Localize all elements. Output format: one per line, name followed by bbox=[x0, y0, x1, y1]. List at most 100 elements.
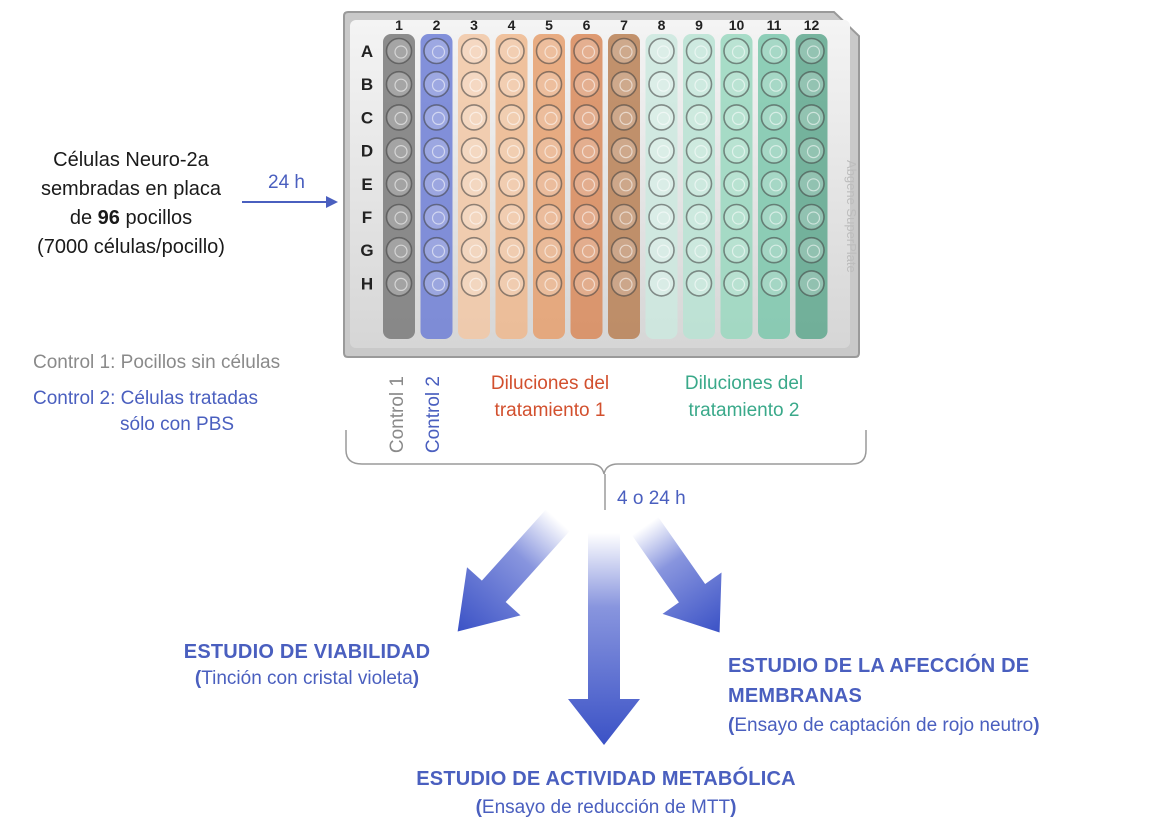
well-highlight bbox=[506, 244, 521, 258]
well-A7 bbox=[610, 37, 638, 65]
well-C12 bbox=[798, 104, 825, 131]
well-highlight bbox=[769, 111, 783, 126]
well-B11 bbox=[760, 70, 788, 98]
column-number-4: 4 bbox=[508, 17, 516, 33]
well-E12 bbox=[798, 170, 825, 198]
well-E5 bbox=[535, 170, 563, 198]
well-highlight bbox=[619, 178, 633, 192]
arrow-left-icon bbox=[457, 509, 570, 632]
plate-column-2 bbox=[420, 34, 453, 339]
plate-column-1 bbox=[383, 34, 415, 339]
row-letter-H: H bbox=[361, 274, 373, 293]
well-D10 bbox=[723, 137, 750, 164]
viability-title: ESTUDIO DE VIABILIDAD bbox=[183, 641, 431, 663]
well-highlight bbox=[694, 244, 708, 258]
well-H7 bbox=[610, 270, 638, 297]
well-D9 bbox=[685, 137, 713, 164]
well-highlight bbox=[806, 211, 821, 225]
viability-open-paren: ( bbox=[194, 668, 202, 689]
column-number-7: 7 bbox=[620, 17, 628, 33]
well-A10 bbox=[723, 37, 750, 65]
well-highlight bbox=[431, 111, 446, 126]
well-highlight bbox=[581, 78, 596, 92]
metabolic-open-paren: ( bbox=[475, 797, 482, 818]
plate-column-6 bbox=[570, 34, 603, 339]
well-highlight bbox=[731, 277, 746, 291]
metabolic-study: ESTUDIO DE ACTIVIDAD METABÓLICA (Ensayo … bbox=[356, 768, 856, 819]
well-highlight bbox=[806, 78, 821, 92]
well-D8 bbox=[648, 137, 675, 164]
treatment2-label-line2: tratamiento 2 bbox=[688, 400, 800, 421]
well-highlight bbox=[544, 45, 558, 59]
viability-study: ESTUDIO DE VIABILIDAD (Tinción con crist… bbox=[146, 641, 468, 690]
well-highlight bbox=[619, 145, 633, 159]
well-highlight bbox=[769, 78, 783, 92]
curly-brace-icon bbox=[345, 430, 867, 510]
well-highlight bbox=[469, 45, 483, 59]
well-E6 bbox=[573, 170, 600, 198]
cells-line-3-prefix: de bbox=[69, 207, 98, 229]
well-E9 bbox=[685, 170, 713, 198]
well-H3 bbox=[460, 270, 488, 297]
well-H8 bbox=[648, 270, 675, 297]
well-D2 bbox=[423, 137, 450, 164]
column-number-12: 12 bbox=[804, 17, 820, 33]
well-highlight bbox=[506, 178, 521, 192]
plate-column-11 bbox=[758, 34, 790, 339]
plate-column-7 bbox=[608, 34, 640, 339]
well-highlight bbox=[506, 277, 521, 291]
well-highlight bbox=[694, 78, 708, 92]
well-G4 bbox=[498, 236, 525, 264]
well-D1 bbox=[385, 137, 413, 164]
well-H5 bbox=[535, 270, 563, 297]
well-highlight bbox=[431, 244, 446, 258]
well-A9 bbox=[685, 37, 713, 65]
cells-line-3-suffix: pocillos bbox=[119, 207, 193, 229]
row-letter-A: A bbox=[361, 42, 373, 61]
viability-close-paren: ) bbox=[412, 668, 420, 689]
well-highlight bbox=[544, 277, 558, 291]
well-highlight bbox=[769, 211, 783, 225]
well-highlight bbox=[431, 45, 446, 59]
well-G1 bbox=[385, 236, 413, 264]
control1-legend: Control 1: Pocillos sin células bbox=[33, 352, 281, 373]
well-highlight bbox=[544, 244, 558, 258]
well-G2 bbox=[423, 236, 450, 264]
well-highlight bbox=[544, 145, 558, 159]
well-highlight bbox=[694, 145, 708, 159]
well-highlight bbox=[431, 145, 446, 159]
cells-description: Células Neuro-2a sembradas en placa de 9… bbox=[0, 146, 262, 262]
well-highlight bbox=[394, 178, 408, 192]
well-highlight bbox=[394, 145, 408, 159]
time-label-4-24h: 4 o 24 h bbox=[617, 488, 686, 509]
well-highlight bbox=[769, 178, 783, 192]
well-highlight bbox=[544, 178, 558, 192]
well-highlight bbox=[394, 78, 408, 92]
well-F6 bbox=[573, 203, 600, 231]
well-D4 bbox=[498, 137, 525, 164]
time-label-24h: 24 h bbox=[268, 172, 305, 193]
well-highlight bbox=[394, 111, 408, 126]
well-F9 bbox=[685, 203, 713, 231]
column-number-1: 1 bbox=[395, 17, 403, 33]
cells-line-1: Células Neuro-2a bbox=[53, 149, 209, 171]
well-C7 bbox=[610, 104, 638, 131]
column-number-2: 2 bbox=[433, 17, 441, 33]
well-F3 bbox=[460, 203, 488, 231]
well-C8 bbox=[648, 104, 675, 131]
well-F1 bbox=[385, 203, 413, 231]
plate-column-3 bbox=[458, 34, 490, 339]
well-B5 bbox=[535, 70, 563, 98]
arrow-down-icon bbox=[568, 533, 640, 745]
well-B9 bbox=[685, 70, 713, 98]
well-highlight bbox=[581, 178, 596, 192]
well-highlight bbox=[694, 111, 708, 126]
membranes-title-line2: MEMBRANAS bbox=[728, 685, 863, 707]
well-D12 bbox=[798, 137, 825, 164]
column-number-6: 6 bbox=[583, 17, 591, 33]
well-highlight bbox=[656, 45, 671, 59]
well-highlight bbox=[731, 178, 746, 192]
well-F2 bbox=[423, 203, 450, 231]
well-highlight bbox=[544, 111, 558, 126]
